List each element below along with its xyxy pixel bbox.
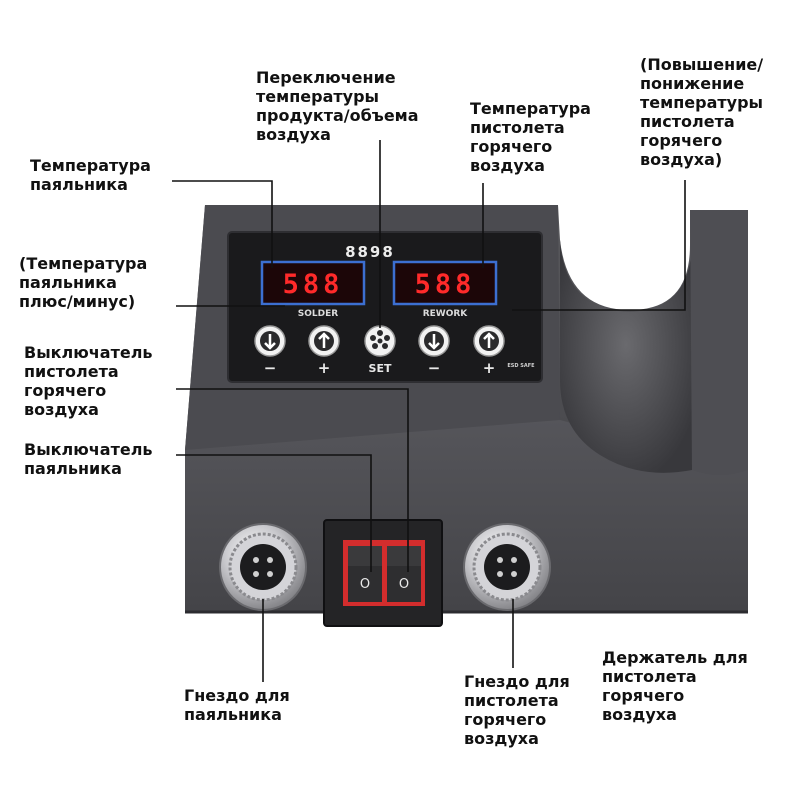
label-switch-temperature: Переключение температуры продукта/объема…: [256, 68, 419, 144]
leader-iron-switch: [176, 454, 372, 572]
model-name: 8898: [345, 243, 395, 261]
label-gun-socket: Гнездо для пистолета горячего воздуха: [464, 672, 570, 748]
solder-minus-label: −: [264, 359, 277, 377]
label-iron-switch: Выключатель паяльника: [24, 440, 153, 478]
iron-socket: [219, 523, 307, 611]
arrow-down-icon: [264, 334, 276, 350]
arrow-up-icon: [483, 332, 495, 348]
label-gun-switch: Выключатель пистолета горячего воздуха: [24, 343, 153, 419]
set-gear-icon: [370, 330, 390, 349]
hot-air-gun-socket: [463, 523, 551, 611]
label-gun-up-down: (Повышение/ понижение температуры пистол…: [640, 55, 764, 169]
rework-temp-readout: 588: [415, 269, 476, 300]
gun-switch-mark: O: [399, 577, 409, 592]
esd-label: ESD SAFE: [507, 363, 535, 369]
leader-gun-switch: [176, 388, 409, 572]
rework-display: 588: [392, 260, 498, 306]
rework-plus-label: +: [483, 359, 496, 377]
label-iron-temperature: Температура паяльника: [30, 156, 151, 194]
solder-plus-button[interactable]: [308, 325, 340, 357]
set-label: SET: [369, 362, 392, 375]
rework-minus-button[interactable]: [418, 325, 450, 357]
arrow-down-icon: [428, 334, 440, 350]
gun-holder-cradle: [560, 240, 692, 473]
leader-lines: [172, 140, 686, 682]
rework-plus-button[interactable]: [473, 325, 505, 357]
label-iron-plus-minus: (Температура паяльника плюс/минус): [19, 254, 148, 311]
label-gun-holder: Держатель для пистолета горячего воздуха: [602, 648, 748, 724]
solder-temp-readout: 588: [283, 269, 344, 300]
leader-gun-up-down: [512, 180, 686, 311]
leader-iron-temp: [172, 180, 273, 268]
label-iron-socket: Гнездо для паяльника: [184, 686, 290, 724]
solder-display: 588: [260, 260, 366, 306]
solder-plus-label: +: [318, 359, 331, 377]
label-gun-temperature: Температура пистолета горячего воздуха: [470, 99, 591, 175]
rework-minus-label: −: [428, 359, 441, 377]
rework-label: REWORK: [423, 309, 469, 319]
power-switch-panel: [323, 519, 443, 627]
iron-switch-mark: O: [360, 577, 370, 592]
set-button[interactable]: [364, 325, 396, 357]
arrow-up-icon: [318, 332, 330, 348]
hot-air-gun-power-switch[interactable]: [387, 546, 421, 602]
solder-label: SOLDER: [298, 309, 338, 319]
solder-minus-button[interactable]: [254, 325, 286, 357]
iron-power-switch[interactable]: [348, 546, 382, 602]
